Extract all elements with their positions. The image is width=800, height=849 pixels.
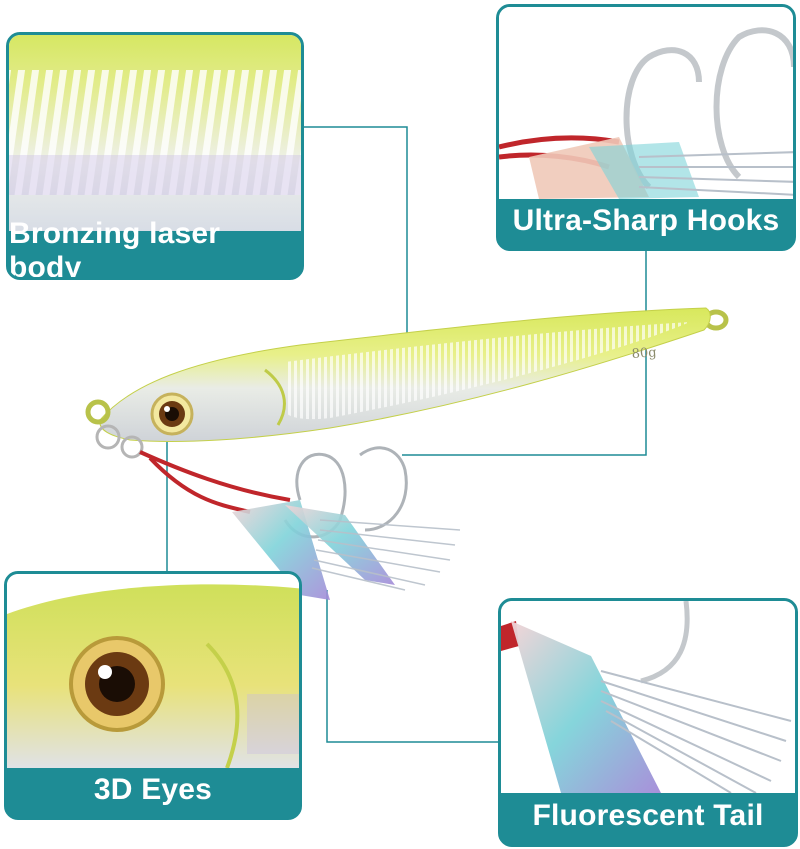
hook-icon bbox=[713, 27, 793, 180]
feature-label: Ultra-Sharp Hooks bbox=[512, 203, 780, 237]
feature-label: Fluorescent Tail bbox=[532, 798, 764, 832]
hooks-closeup bbox=[499, 7, 793, 199]
feature-card-body: Bronzing laser body bbox=[6, 32, 304, 280]
eye-closeup-photo bbox=[7, 574, 299, 768]
fluorescent-tail-icon bbox=[285, 505, 395, 585]
callout-line-body bbox=[304, 126, 408, 345]
assist-line-icon bbox=[139, 450, 291, 502]
eye-closeup bbox=[7, 574, 299, 768]
front-eyelet bbox=[85, 399, 111, 425]
laser-stripes bbox=[285, 322, 690, 420]
feature-label: Bronzing laser body bbox=[9, 217, 221, 280]
tail-closeup-photo bbox=[501, 601, 795, 793]
hook-icon bbox=[359, 446, 408, 532]
feature-card-eyes: 3D Eyes bbox=[4, 571, 302, 820]
split-ring-icon bbox=[95, 424, 121, 450]
hook-icon bbox=[283, 452, 347, 539]
gill-line bbox=[264, 368, 286, 426]
feature-card-tail: Fluorescent Tail bbox=[498, 598, 798, 847]
callout-line-tail bbox=[326, 590, 498, 743]
fluorescent-tail-icon bbox=[232, 500, 330, 600]
assist-line-icon bbox=[148, 456, 251, 514]
split-ring-icon bbox=[120, 435, 144, 459]
laser-body-closeup bbox=[9, 35, 301, 231]
tail-closeup bbox=[501, 601, 795, 793]
hooks-closeup-photo bbox=[499, 7, 793, 199]
weight-mark: 80g bbox=[631, 345, 657, 362]
feature-label: 3D Eyes bbox=[93, 772, 213, 806]
body-closeup-photo bbox=[9, 35, 301, 231]
feature-card-hooks: Ultra-Sharp Hooks bbox=[496, 4, 796, 251]
tinsel-strands-icon bbox=[311, 519, 461, 591]
